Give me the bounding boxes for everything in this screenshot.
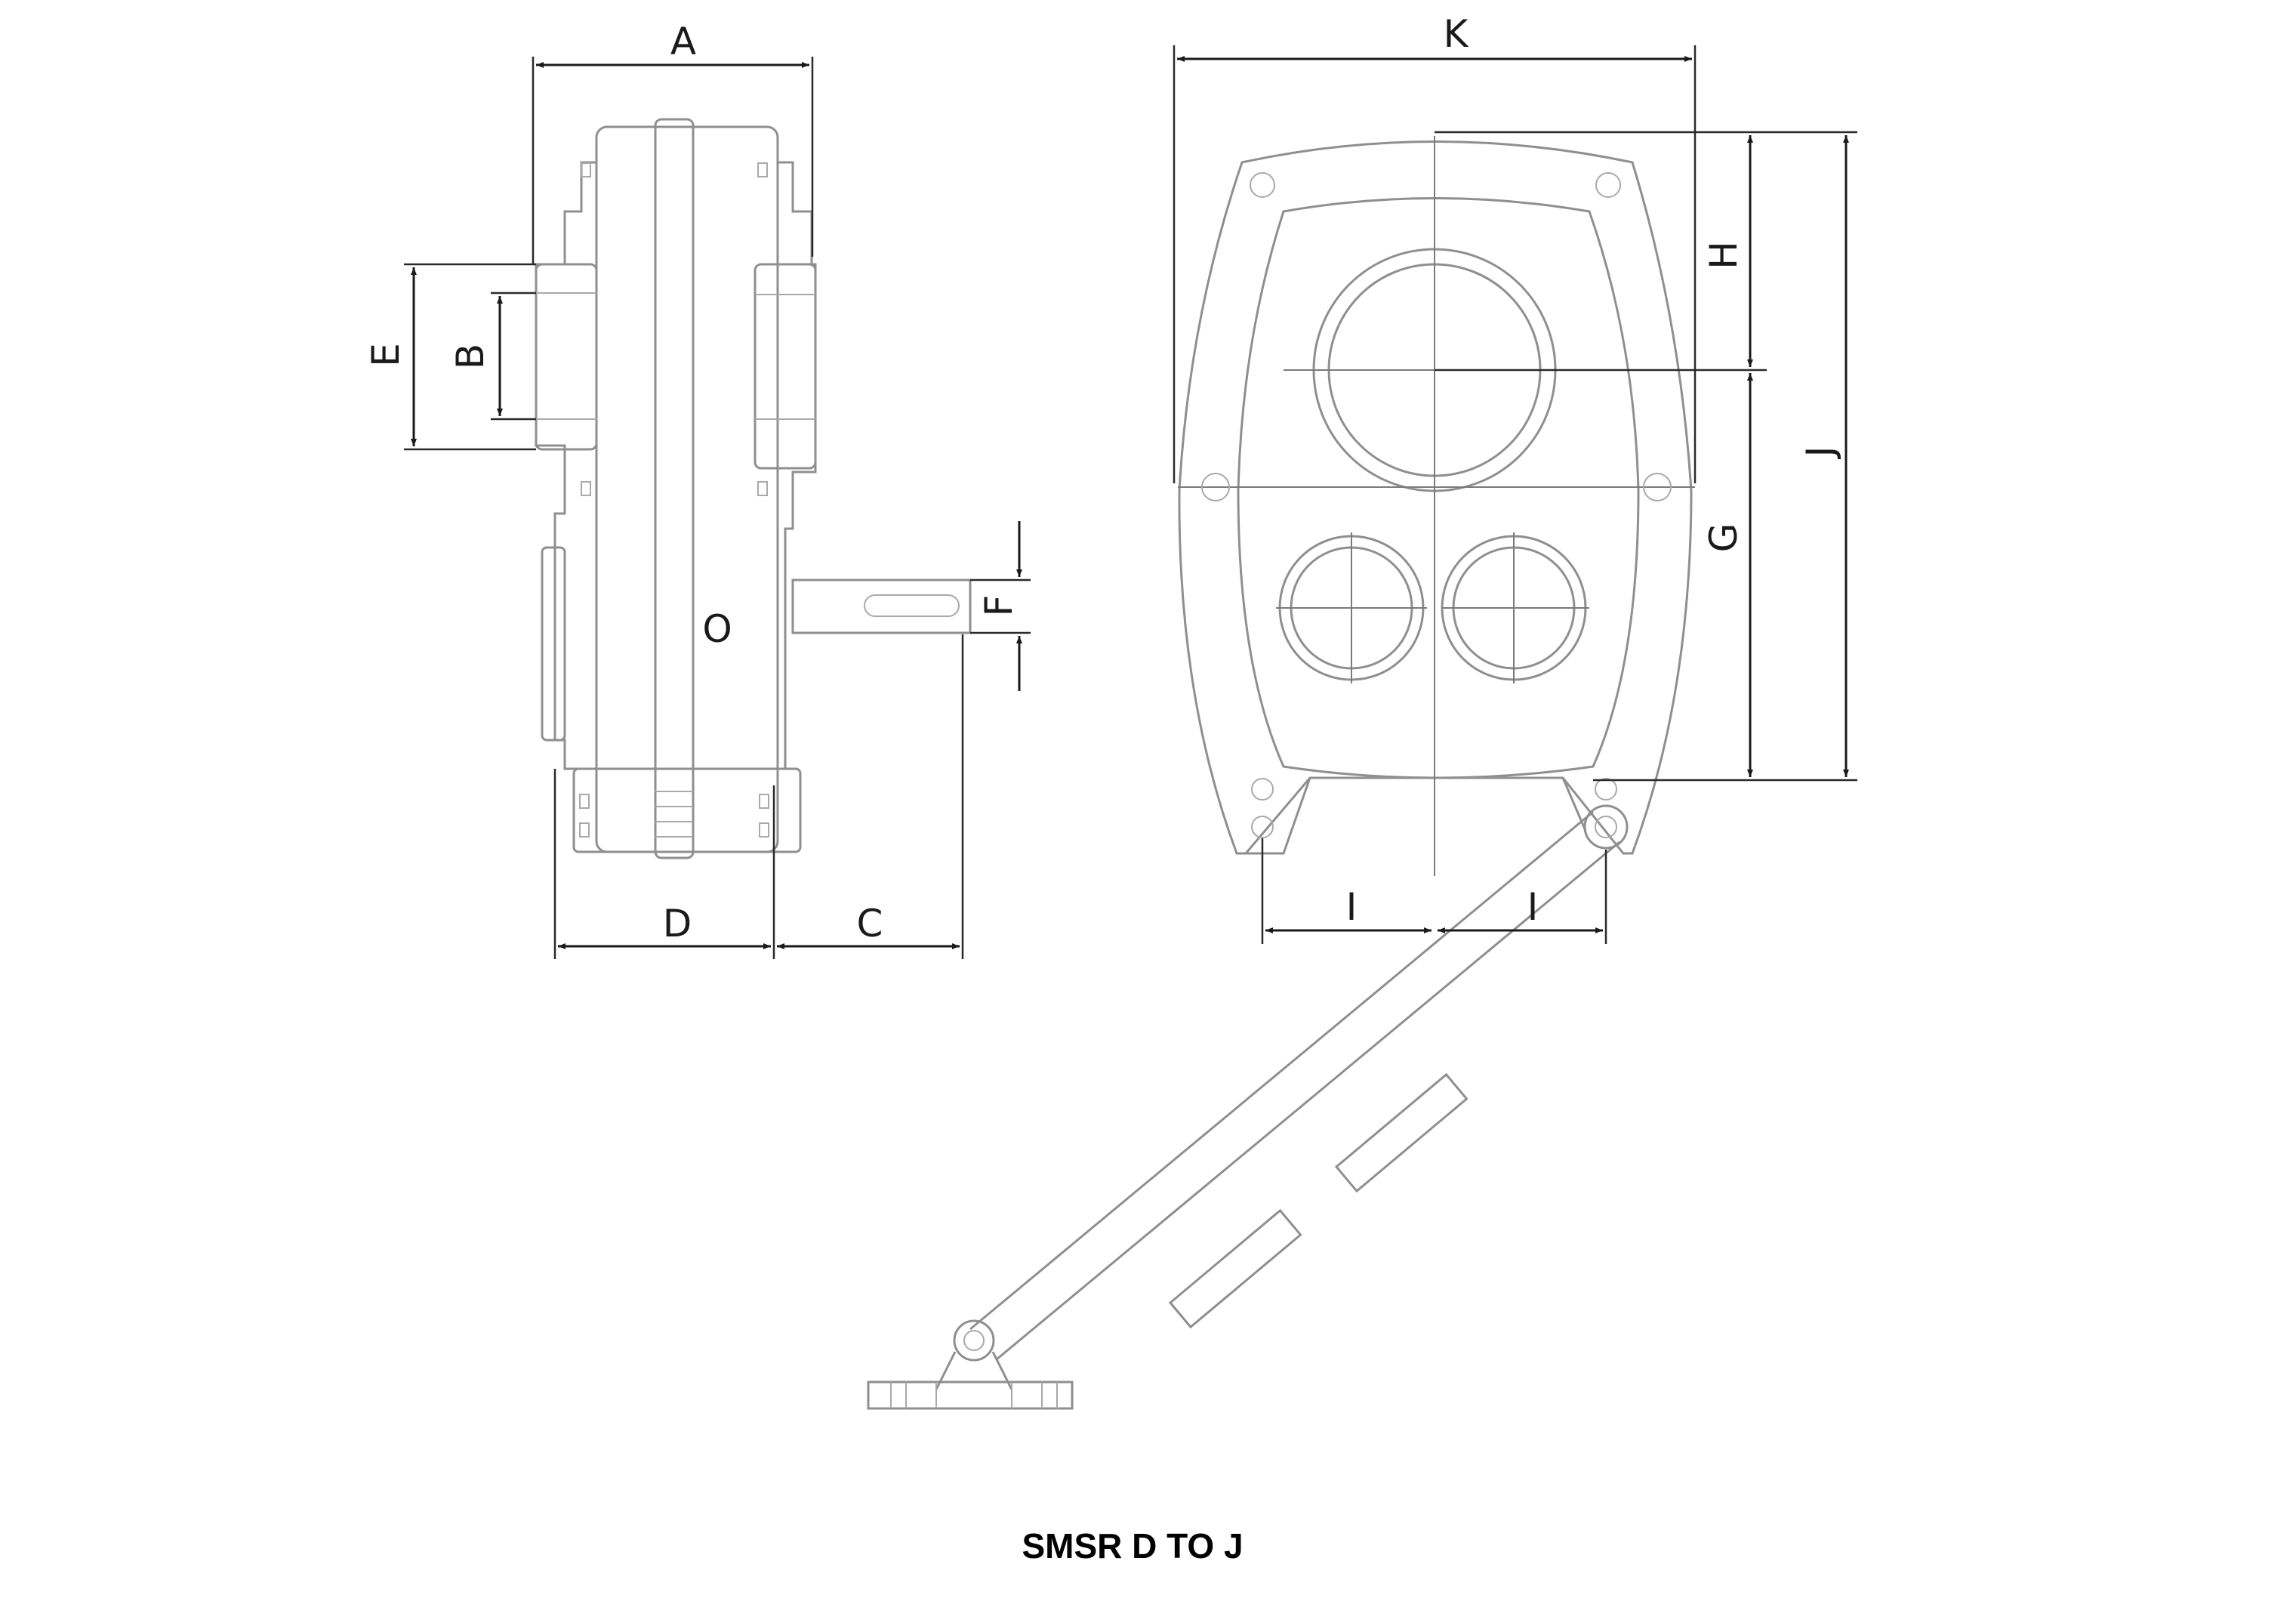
side-view-dimensions: A E B F D C xyxy=(364,20,1031,959)
dim-label-e: E xyxy=(364,343,408,367)
dim-label-g: G xyxy=(1702,523,1746,553)
dim-label-a: A xyxy=(670,20,696,63)
dim-label-h: H xyxy=(1702,241,1746,270)
front-view-dimensions: K H G J I I xyxy=(1173,12,1857,944)
dim-label-c: C xyxy=(857,902,883,946)
shaft-mark: O xyxy=(702,607,732,651)
dim-label-d: D xyxy=(663,902,692,946)
dim-label-j: J xyxy=(1798,446,1842,460)
dim-label-i-left: I xyxy=(1346,885,1358,929)
dim-label-k: K xyxy=(1444,12,1469,56)
dim-label-i-right: I xyxy=(1527,885,1539,929)
dim-label-f: F xyxy=(977,595,1021,617)
drawing-caption: SMSR D TO J xyxy=(1022,1526,1244,1566)
side-view: O xyxy=(535,118,972,859)
dim-label-b: B xyxy=(448,344,492,369)
front-view xyxy=(867,136,1695,1410)
